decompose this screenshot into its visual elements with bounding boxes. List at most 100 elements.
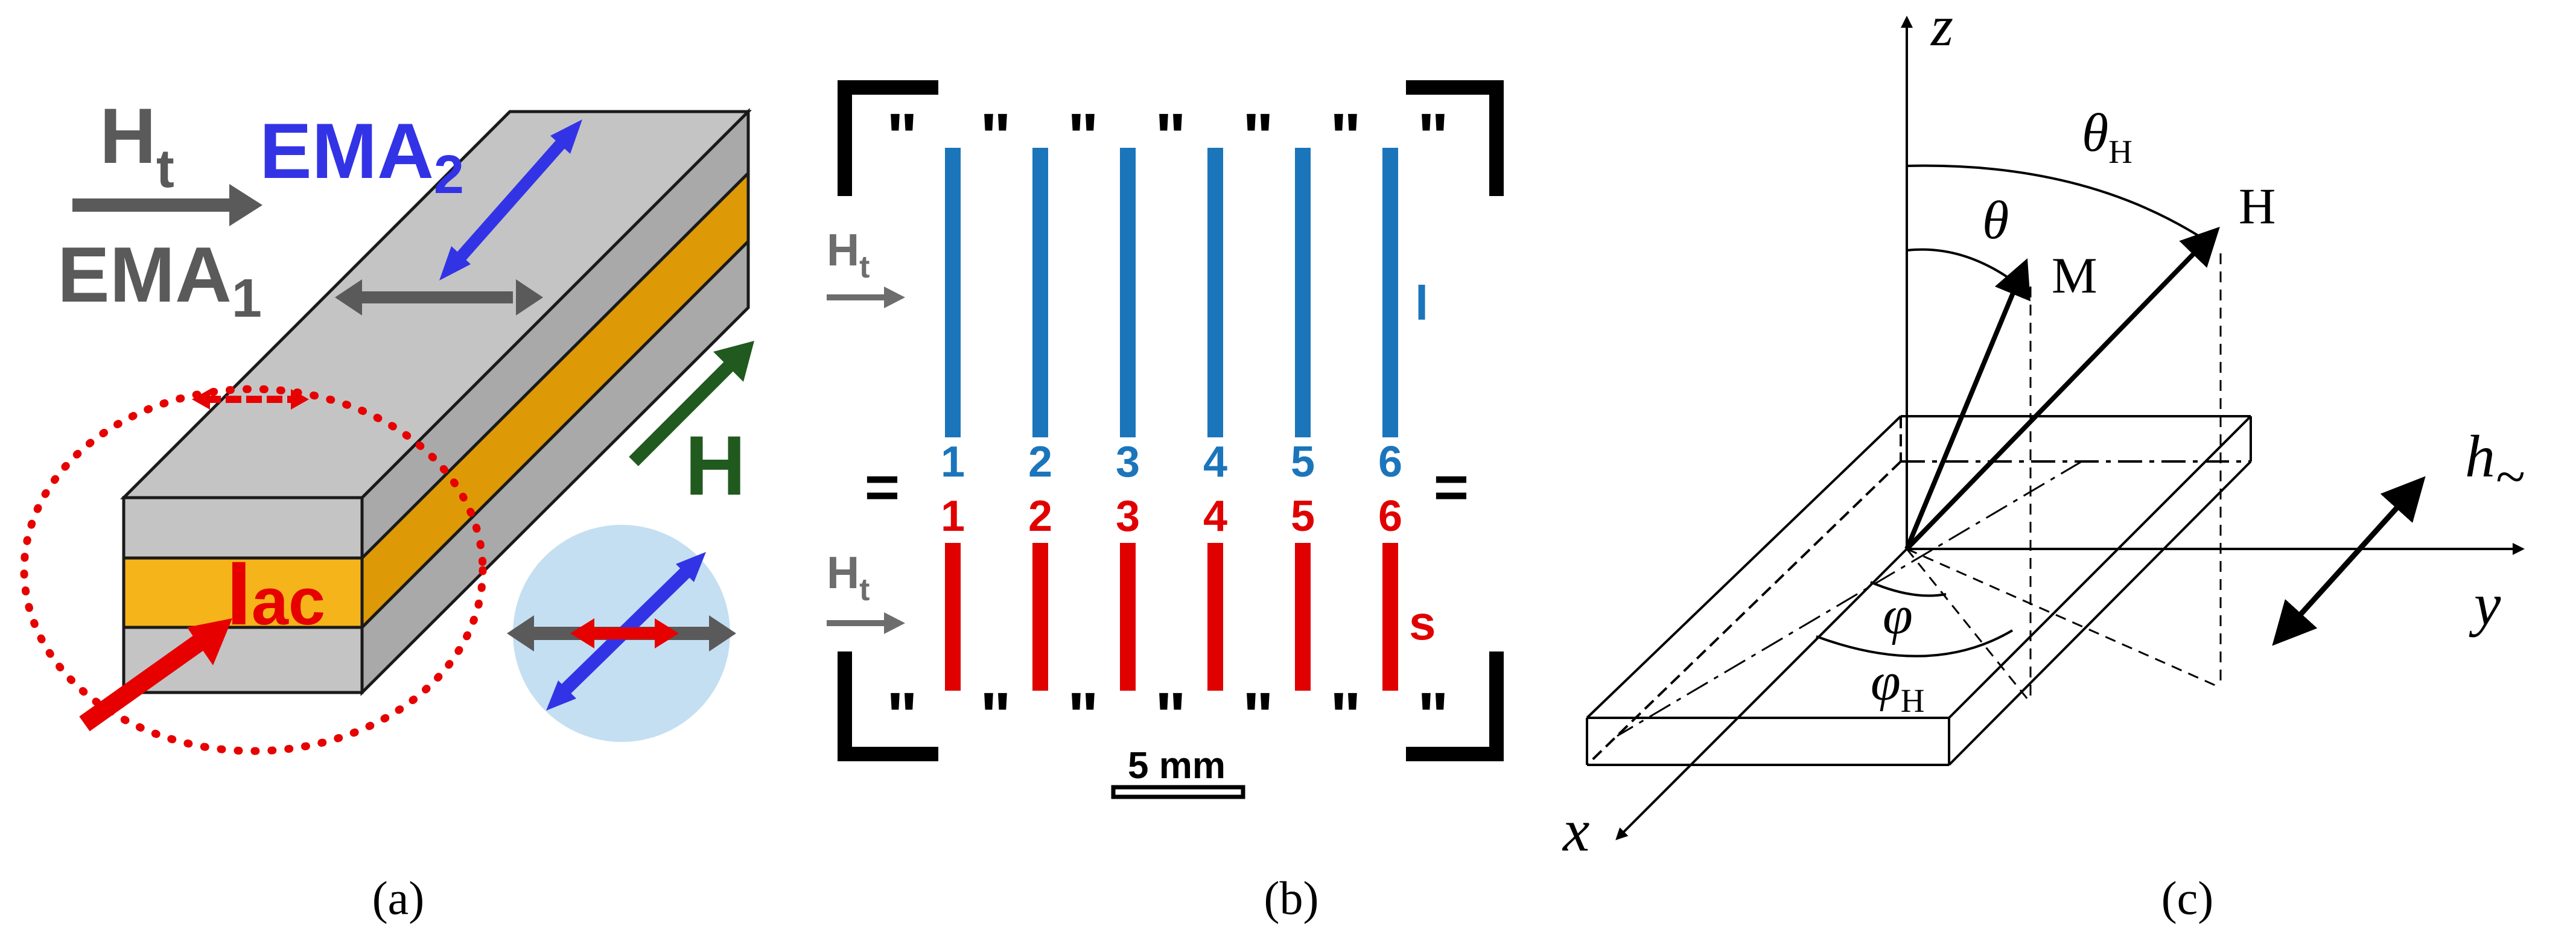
phi-label: φ (1883, 586, 1913, 645)
x-axis-label: x (1562, 797, 1589, 864)
ema2-arrow (454, 136, 569, 264)
bottom-marker: " (1155, 679, 1186, 753)
long-strip (1120, 148, 1136, 437)
theta-h-label: θH (2082, 103, 2132, 170)
short-strip-letter: s (1409, 596, 1436, 650)
top-marker: " (1330, 100, 1361, 174)
ht-arrowhead (229, 184, 262, 226)
bottom-numbers: 1 2 3 4 5 6 (941, 492, 1402, 540)
bracket-bottom-right (1406, 651, 1504, 761)
h-field-label: H (685, 418, 746, 513)
strip-number-top: 6 (1378, 438, 1402, 486)
iac-arrow (79, 635, 205, 732)
h-vector (1905, 226, 2220, 551)
top-edge-red-arrowhead-left (192, 389, 210, 410)
caption-c: (c) (2161, 872, 2214, 924)
top-marker: " (1155, 100, 1186, 174)
long-strip (1032, 148, 1048, 437)
iac-arrowhead (187, 618, 232, 665)
panel-c (1586, 16, 2525, 840)
h-tilde-arrow (2272, 476, 2426, 646)
left-equal-marker: = (865, 454, 900, 521)
strip-number-top: 4 (1203, 438, 1227, 486)
h-field-arrowhead (713, 341, 754, 382)
long-strip-letter: l (1415, 276, 1428, 330)
phi-h-label: φH (1871, 652, 1925, 719)
caption-a: (a) (372, 872, 425, 924)
strip-number-bottom: 5 (1291, 492, 1315, 540)
theta-arc (1906, 248, 2014, 282)
top-marker: " (1417, 100, 1449, 174)
circle-gray-arrowhead-left (507, 615, 534, 651)
theta-label: θ (1982, 191, 2009, 250)
panel-a: Ht EMA1 EMA2 H Iac (a) (20, 92, 754, 924)
bottom-marker: " (886, 679, 918, 753)
ht-arrowhead-b-top (884, 287, 905, 308)
m-projection-in-plane (1906, 548, 2032, 703)
thin-plate (1586, 415, 2252, 766)
top-face-gray-arrowhead-left (335, 279, 362, 315)
long-strip (1295, 148, 1311, 437)
ht-arrowhead-b-bottom (884, 612, 905, 634)
phi-arc (1870, 581, 1947, 597)
ht-label-b-top: Ht (827, 224, 870, 285)
strip-number-top: 2 (1028, 438, 1052, 486)
strip-number-top: 1 (941, 438, 965, 486)
long-strip (1207, 148, 1223, 437)
scale-bar (1111, 785, 1245, 799)
theta-h-arc (1906, 164, 2204, 239)
strip-number-top: 5 (1291, 438, 1315, 486)
circle-red-arrowhead-left (570, 618, 594, 648)
top-numbers: 1 2 3 4 5 6 (941, 438, 1402, 486)
m-vector-label: M (2052, 247, 2097, 304)
panel-b: " " " " " " " " " " " " " " = = (827, 80, 1504, 924)
short-strip (1295, 543, 1311, 691)
ema2-arrowhead-upper (550, 119, 582, 154)
panel-c-labels: z y x h~ θH θ H M φ φH (c) (1562, 0, 2525, 924)
top-marker: " (886, 100, 918, 174)
bracket-bottom-left (838, 651, 938, 761)
bottom-marker: " (1067, 679, 1099, 753)
short-strips (945, 543, 1398, 691)
strip-number-bottom: 1 (941, 492, 965, 540)
strip-number-top: 3 (1116, 438, 1140, 486)
short-strip (1207, 543, 1223, 691)
bottom-marker: " (1417, 679, 1449, 753)
short-strip (1032, 543, 1048, 691)
short-strip (945, 543, 961, 691)
long-strip (1382, 148, 1398, 437)
h-vector-label: H (2239, 178, 2275, 235)
long-strip (945, 148, 961, 437)
h-tilde-label: h~ (2465, 423, 2525, 507)
m-vector (1904, 258, 2031, 550)
iac-label: Iac (226, 542, 325, 644)
strip-number-bottom: 2 (1028, 492, 1052, 540)
bracket-top-left (838, 80, 938, 196)
bracket-top-right (1406, 80, 1504, 196)
circle-blue-arrowhead-lower (546, 680, 576, 711)
phi-h-arc (1816, 629, 2014, 658)
ht-label-a: Ht (100, 92, 174, 199)
strip-number-bottom: 6 (1378, 492, 1402, 540)
circle-red-arrowhead-right (655, 618, 679, 648)
ema2-label: EMA2 (259, 107, 464, 205)
ht-label-b-bottom: Ht (827, 547, 870, 607)
circle-gray-arrowhead-right (709, 615, 736, 651)
short-strip (1120, 543, 1136, 691)
right-equal-marker: = (1434, 454, 1469, 521)
top-marker: " (1067, 100, 1099, 174)
h-projection-in-plane (1906, 548, 2221, 689)
h-field-arrow (629, 360, 735, 466)
z-axis-label: z (1930, 0, 1953, 58)
top-markers: " " " " " " " (886, 100, 1449, 174)
ema1-label: EMA1 (57, 230, 262, 329)
x-axis (1615, 548, 1908, 840)
top-face-gray-arrowhead-right (516, 279, 543, 315)
circle-blue-arrowhead-upper (676, 552, 706, 582)
caption-b: (b) (1264, 872, 1319, 924)
ema2-arrowhead-lower (439, 246, 471, 280)
y-axis-label: y (2469, 571, 2501, 638)
bottom-marker: " (980, 679, 1011, 753)
scale-label: 5 mm (1128, 745, 1226, 787)
